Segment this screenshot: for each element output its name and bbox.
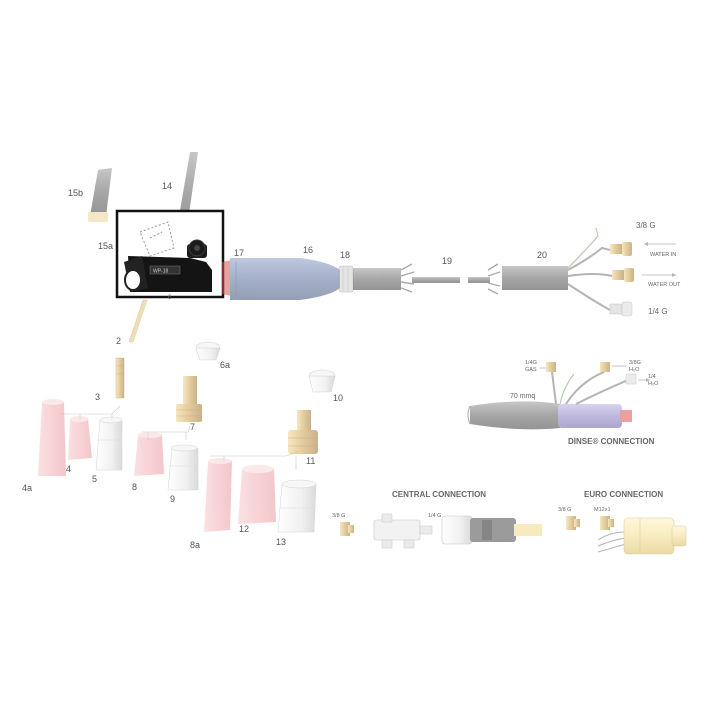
torch-head: WP-18 bbox=[124, 221, 212, 292]
nozzle-4 bbox=[68, 416, 92, 460]
label-5: 5 bbox=[92, 474, 97, 484]
label-8a: 8a bbox=[190, 540, 200, 550]
flow-arrows bbox=[642, 242, 676, 277]
label-18: 18 bbox=[340, 250, 350, 260]
collet bbox=[115, 357, 125, 399]
gas-lens-13 bbox=[277, 479, 317, 533]
label-4: 4 bbox=[66, 464, 71, 474]
label-6a: 6a bbox=[220, 360, 230, 370]
label-13: 13 bbox=[276, 537, 286, 547]
label-dinse-h2o-b: H₂O bbox=[629, 367, 640, 373]
dinse-connection-title: DINSE® CONNECTION bbox=[568, 437, 655, 446]
collet-body-11 bbox=[288, 410, 318, 454]
gas-diffuser-5 bbox=[95, 416, 123, 471]
label-dinse-h2o-a: 3/8G bbox=[629, 360, 641, 366]
nozzle-long-4a bbox=[38, 399, 66, 476]
label-4a: 4a bbox=[22, 483, 32, 493]
dinse-connector bbox=[467, 362, 637, 430]
label-70mmq: 70 mmq bbox=[510, 393, 535, 400]
tungsten-electrode bbox=[128, 299, 148, 343]
label-2: 2 bbox=[116, 336, 121, 346]
label-14: 14 bbox=[162, 181, 172, 191]
label-euro-38g: 3/8 G bbox=[558, 507, 571, 513]
label-water-out: WATER OUT bbox=[648, 282, 681, 288]
label-euro-m12: M12x1 bbox=[594, 507, 611, 513]
label-20: 20 bbox=[537, 250, 547, 260]
central-connection-title: CENTRAL CONNECTION bbox=[392, 490, 486, 499]
central-connector bbox=[340, 513, 542, 549]
euro-connection-title: EURO CONNECTION bbox=[584, 490, 663, 499]
dinse-arrows bbox=[540, 365, 650, 382]
label-11: 11 bbox=[306, 456, 315, 466]
label-15a: 15a bbox=[98, 241, 113, 251]
insulator-6a bbox=[195, 341, 221, 361]
insulator-10 bbox=[308, 369, 336, 393]
label-10: 10 bbox=[333, 393, 343, 403]
label-9: 9 bbox=[170, 494, 175, 504]
head-display-text: WP-18 bbox=[153, 269, 169, 275]
nozzle-8 bbox=[134, 432, 164, 476]
label-dinse-h2o2-a: 1/4 bbox=[648, 374, 656, 380]
label-8: 8 bbox=[132, 482, 137, 492]
collet-body-7 bbox=[176, 376, 202, 422]
label-dinse-gas-b: GAS bbox=[525, 367, 537, 373]
label-central-38g: 3/8 G bbox=[332, 513, 345, 519]
back-cap-short bbox=[88, 168, 112, 222]
nozzle-12 bbox=[238, 465, 276, 524]
label-16: 16 bbox=[303, 245, 313, 255]
label-19: 19 bbox=[442, 256, 452, 266]
label-7: 7 bbox=[190, 422, 195, 432]
label-water-in: WATER IN bbox=[650, 252, 676, 258]
label-15b: 15b bbox=[68, 188, 83, 198]
label-3: 3 bbox=[95, 392, 100, 402]
label-dinse-gas-a: 1/4G bbox=[525, 360, 537, 366]
label-38g-top: 3/8 G bbox=[636, 221, 656, 230]
gas-lens-9 bbox=[167, 444, 199, 491]
label-dinse-h2o2-b: H₂O bbox=[648, 381, 659, 387]
hose-nut bbox=[338, 265, 354, 293]
torch-handle bbox=[222, 258, 340, 300]
label-14g: 1/4 G bbox=[648, 307, 668, 316]
label-head-small: 6 bbox=[168, 295, 172, 301]
label-17: 17 bbox=[234, 248, 244, 258]
power-cable-rear bbox=[468, 227, 634, 317]
nozzle-long-8a bbox=[204, 458, 232, 532]
power-cable-front bbox=[353, 263, 460, 293]
label-central-14g: 1/4 G bbox=[428, 513, 441, 519]
euro-connector bbox=[566, 516, 687, 555]
label-12: 12 bbox=[239, 524, 249, 534]
